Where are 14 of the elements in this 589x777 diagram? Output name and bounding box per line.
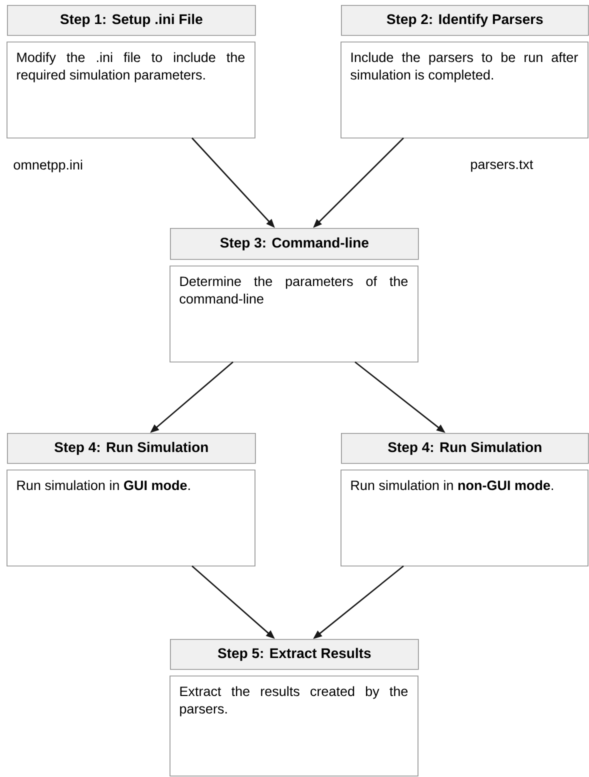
step-header: Step 4: Run Simulation [7,433,256,464]
step-header: Step 5: Extract Results [170,639,419,670]
file-name: omnetpp.ini [14,160,82,172]
step-body: Run simulation in non-GUI mode. [340,470,588,566]
step-header: Step 3: Command-line [170,228,419,260]
step-header: Step 1: Setup .ini File [7,5,256,36]
step-body: Extract the results created by the parsers. [170,676,418,776]
step-body: Run simulation in GUI mode. [6,470,256,566]
step-body: Determine the parameters of the command-line [170,266,418,362]
step-header: Step 4: Run Simulation [341,433,589,464]
step-header: Step 2: Identify Parsers [341,5,589,36]
step-body: Modify the .ini file to include the required simulation parameters. [6,42,256,138]
file-name: parsers.txt [471,160,534,172]
step-body: Include the parsers to be run after simulation is completed. [340,42,588,138]
